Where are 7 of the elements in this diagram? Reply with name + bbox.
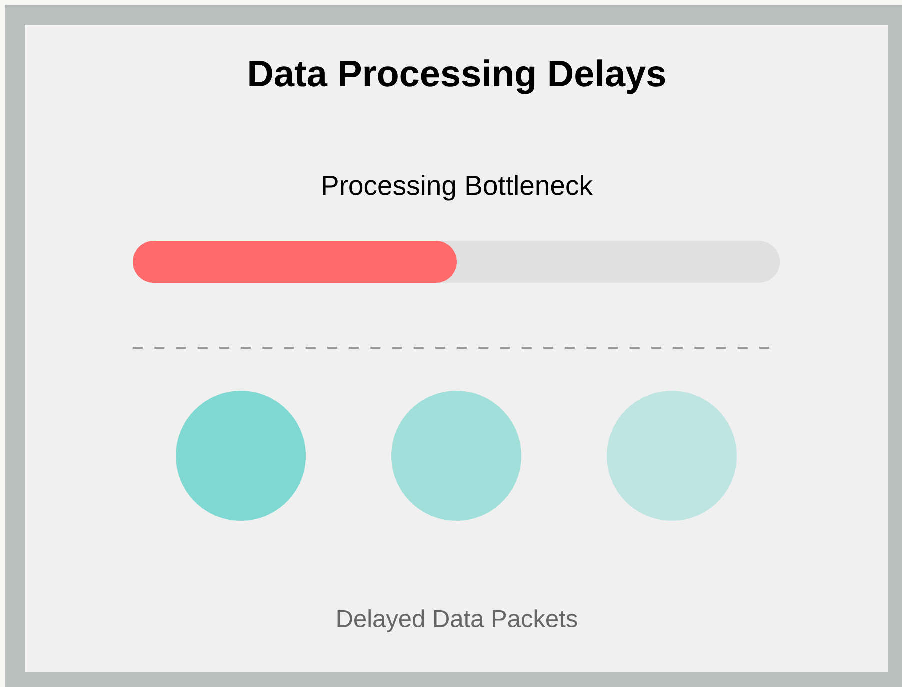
packet-circle [176, 390, 306, 521]
packet-circle [607, 390, 737, 521]
packet-circle [392, 390, 522, 521]
caption: Delayed Data Packets [338, 610, 578, 632]
title: Data Processing Delays [250, 60, 666, 94]
subtitle: Processing Bottleneck [323, 175, 594, 201]
progress-bar [133, 240, 780, 283]
